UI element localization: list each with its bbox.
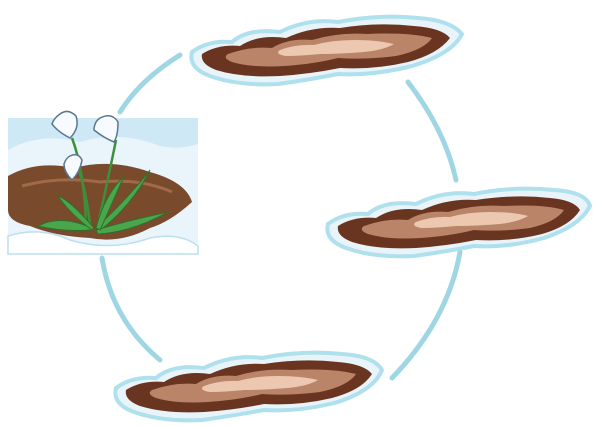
stage-patch-right bbox=[327, 189, 590, 257]
stage-patch-top bbox=[191, 17, 462, 85]
stage-patch-bottom bbox=[115, 353, 382, 421]
ring-arc-top-left bbox=[120, 55, 180, 112]
ring-arc-right bbox=[392, 252, 460, 378]
ring-arc-top-right bbox=[408, 82, 456, 180]
stage-snowdrops bbox=[8, 111, 198, 254]
ring-arc-left bbox=[102, 258, 160, 360]
